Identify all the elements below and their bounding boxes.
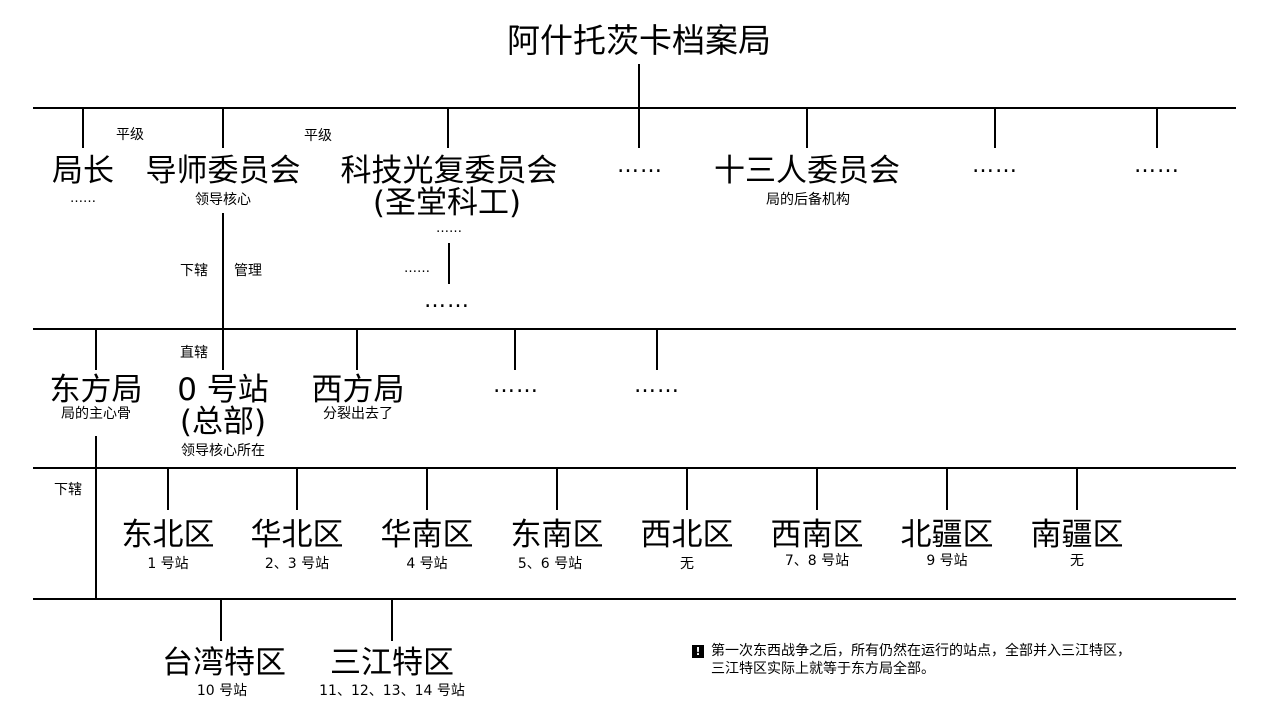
- region-name: 华北区: [250, 517, 344, 553]
- level2-dots-2: ……: [634, 373, 680, 398]
- region-name: 东南区: [510, 517, 604, 553]
- tech-sub-left: ……: [404, 261, 430, 276]
- region-name: 西南区: [770, 517, 864, 553]
- region-name: 南疆区: [1030, 517, 1124, 553]
- station0-name: 0 号站: [177, 372, 269, 408]
- special-zone-stations: 11、12、13、14 号站: [319, 683, 465, 699]
- note-line-1: 第一次东西战争之后，所有仍然在运行的站点，全部并入三江特区，: [711, 643, 1131, 659]
- note-line-2: 三江特区实际上就等于东方局全部。: [711, 661, 935, 677]
- tech-committee-alias: (圣堂科工): [372, 185, 522, 221]
- region-stations: 无: [680, 556, 694, 572]
- thirteen-committee-sub: 局的后备机构: [766, 192, 850, 208]
- east-bureau-sub: 局的主心骨: [61, 406, 131, 422]
- station0-alias: (总部): [179, 404, 267, 440]
- mentor-committee-sub: 领导核心: [195, 192, 251, 208]
- director-sub: ……: [70, 191, 96, 206]
- station0-sub: 领导核心所在: [181, 443, 265, 459]
- region-name: 东北区: [121, 517, 215, 553]
- tech-sub-bottom: ……: [424, 288, 470, 313]
- region-stations: 5、6 号站: [517, 556, 583, 572]
- region-stations: 无: [1070, 553, 1084, 569]
- mentor-committee-name: 导师委员会: [145, 153, 301, 189]
- special-zone-name: 三江特区: [330, 645, 454, 681]
- region-name: 华南区: [380, 517, 474, 553]
- thirteen-committee-name: 十三人委员会: [714, 153, 900, 189]
- region-stations: 9 号站: [926, 553, 968, 569]
- special-zone-name: 台湾特区: [162, 645, 286, 681]
- warning-icon: !: [692, 645, 704, 658]
- level1-dots-1: ……: [617, 153, 663, 178]
- link-label-under: 下辖: [180, 263, 208, 279]
- peer-label-2: 平级: [304, 128, 332, 144]
- tech-committee-sub: ……: [436, 221, 462, 236]
- link-label-manage: 管理: [234, 263, 262, 279]
- west-bureau-sub: 分裂出去了: [323, 406, 393, 422]
- region-stations: 7、8 号站: [784, 553, 850, 569]
- director-name: 局长: [52, 153, 114, 189]
- region-name: 北疆区: [900, 517, 994, 553]
- under-label: 下辖: [54, 482, 82, 498]
- region-stations: 4 号站: [406, 556, 448, 572]
- west-bureau-name: 西方局: [311, 372, 405, 408]
- east-bureau-name: 东方局: [49, 372, 143, 408]
- level1-dots-2: ……: [972, 153, 1018, 178]
- region-stations: 1 号站: [147, 556, 189, 572]
- level1-dots-3: ……: [1134, 153, 1180, 178]
- direct-label: 直辖: [180, 345, 208, 361]
- region-name: 西北区: [640, 517, 734, 553]
- chart-title: 阿什托茨卡档案局: [507, 21, 771, 60]
- special-zone-stations: 10 号站: [196, 683, 248, 699]
- tech-committee-name: 科技光复委员会: [340, 153, 558, 189]
- peer-label-1: 平级: [116, 127, 144, 143]
- region-stations: 2、3 号站: [264, 556, 330, 572]
- level2-dots-1: ……: [493, 373, 539, 398]
